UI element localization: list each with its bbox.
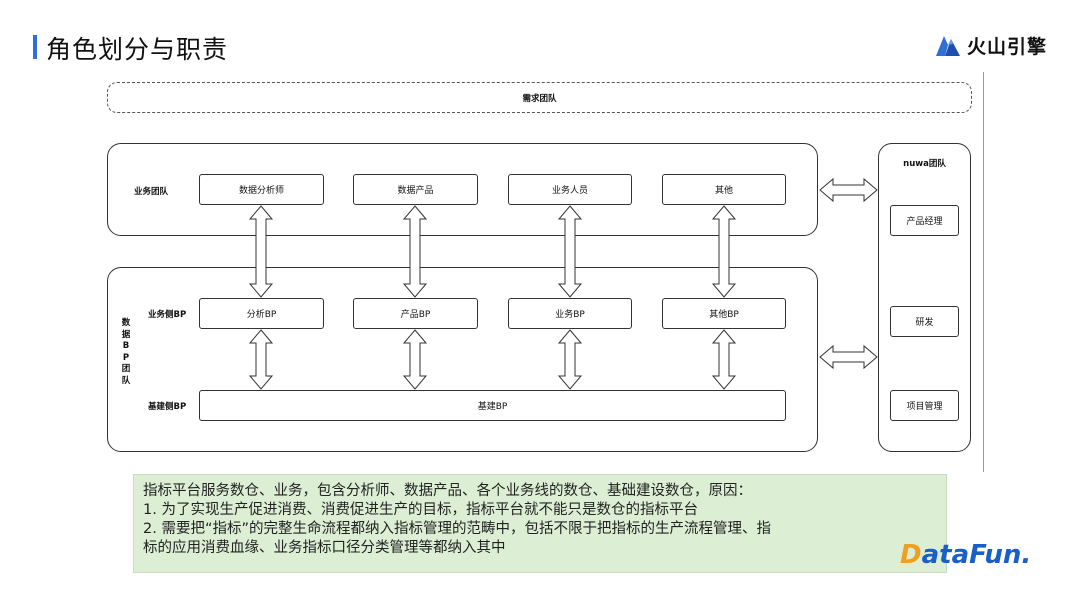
- demand-team-box: 需求团队: [107, 82, 972, 113]
- explanation-note: 指标平台服务数仓、业务，包含分析师、数据产品、各个业务线的数仓、基础建设数仓，原…: [133, 474, 947, 573]
- nuwa-role-dev: 研发: [890, 306, 959, 337]
- data-bp-team-panel: [107, 267, 818, 452]
- note-line: 指标平台服务数仓、业务，包含分析师、数据产品、各个业务线的数仓、基础建设数仓，原…: [143, 483, 752, 499]
- role-analyst: 数据分析师: [199, 174, 324, 205]
- bp-product: 产品BP: [353, 298, 478, 329]
- divider-line: [983, 72, 984, 472]
- bp-other: 其他BP: [662, 298, 786, 329]
- datafun-logo-prefix: D: [900, 540, 922, 570]
- bp-analysis: 分析BP: [199, 298, 324, 329]
- nuwa-team-label: nuwa团队: [903, 159, 946, 169]
- datafun-logo: DataFun.: [900, 540, 1031, 570]
- note-line: 标的应用消费血缘、业务指标口径分类管理等都纳入其中: [143, 540, 506, 556]
- page-title: 角色划分与职责: [46, 35, 229, 64]
- business-side-bp-label: 业务侧BP: [148, 310, 187, 320]
- note-line: 2. 需要把“指标”的完整生命流程都纳入指标管理的范畴中，包括不限于把指标的生产…: [143, 521, 771, 537]
- business-nuwa-arrow: [819, 177, 878, 203]
- bp-business: 业务BP: [508, 298, 632, 329]
- bp-infra: 基建BP: [199, 390, 786, 421]
- volcano-icon: [936, 36, 960, 56]
- title-accent-bar: [33, 35, 37, 59]
- infra-side-bp-label: 基建侧BP: [148, 402, 187, 412]
- datafun-logo-text: ataFun.: [921, 540, 1032, 570]
- role-data-product: 数据产品: [353, 174, 478, 205]
- business-team-label: 业务团队: [134, 187, 169, 197]
- nuwa-role-pm: 产品经理: [890, 205, 959, 236]
- role-business-staff: 业务人员: [508, 174, 632, 205]
- role-other: 其他: [662, 174, 786, 205]
- note-line: 1. 为了实现生产促进消费、消费促进生产的目标，指标平台就不能只是数仓的指标平台: [143, 502, 698, 518]
- demand-team-label: 需求团队: [522, 93, 557, 104]
- brand-name: 火山引擎: [967, 35, 1048, 58]
- data-bp-team-label: 数 据 B P 团 队: [121, 318, 131, 386]
- bp-nuwa-arrow: [819, 344, 878, 370]
- nuwa-role-project-mgmt: 项目管理: [890, 390, 959, 421]
- brand-logo: 火山引擎: [935, 30, 1047, 60]
